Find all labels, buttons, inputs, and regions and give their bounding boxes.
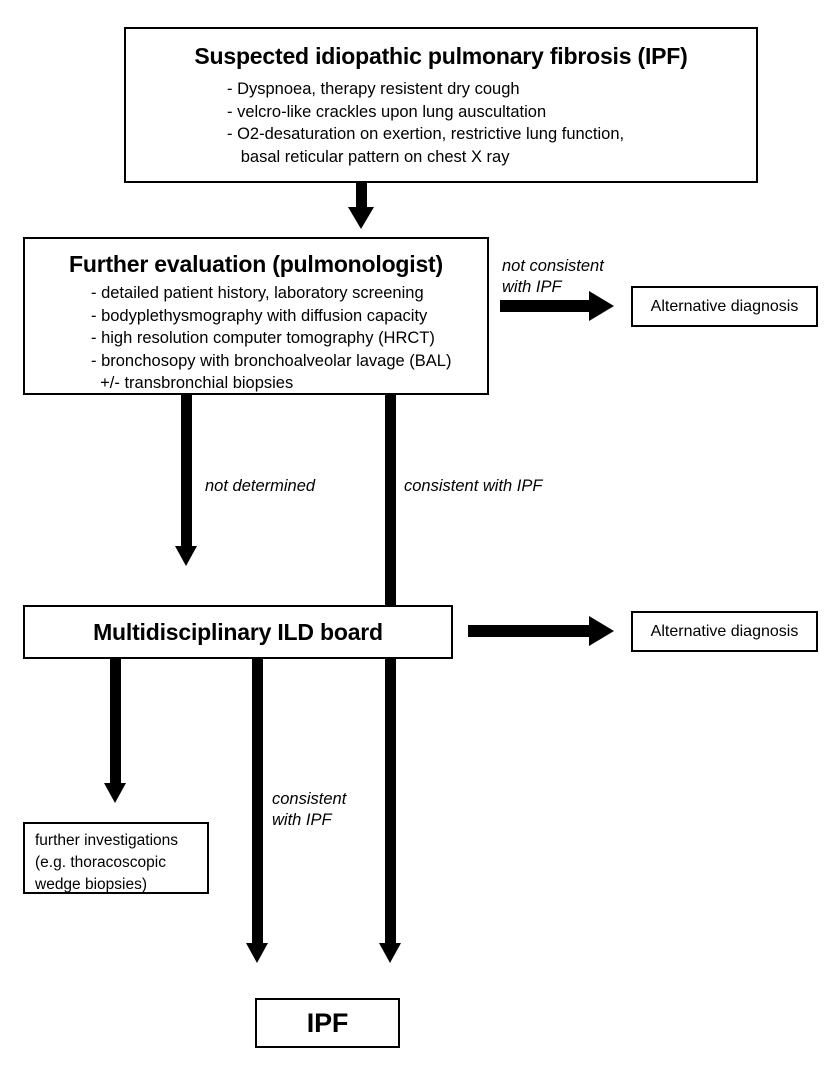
arrowhead-ild-to-ipf xyxy=(246,943,268,963)
connector-consistent-with-ipf-bottom xyxy=(385,659,396,948)
edge-label-not-consistent-with-ipf: not consistent with IPF xyxy=(502,257,604,296)
node-ipf-title: IPF xyxy=(306,1007,349,1038)
node-further-evaluation-bullets: - detailed patient history, laboratory s… xyxy=(91,284,452,392)
node-multidisciplinary-ild-board-title: Multidisciplinary ILD board xyxy=(93,618,383,645)
connector-evaluation-to-alt-diagnosis xyxy=(500,300,591,312)
connector-not-determined xyxy=(181,395,192,548)
connector-consistent-with-ipf-top xyxy=(385,395,396,610)
node-ipf: IPF xyxy=(255,998,400,1048)
node-multidisciplinary-ild-board: Multidisciplinary ILD board xyxy=(23,605,453,659)
node-alternative-diagnosis-2: Alternative diagnosis xyxy=(631,611,818,652)
node-further-evaluation: Further evaluation (pulmonologist) - det… xyxy=(23,237,489,395)
node-further-investigations-label: further investigations (e.g. thoracoscop… xyxy=(35,832,179,893)
arrowhead-not-determined xyxy=(175,546,197,566)
arrowhead-ild-to-further-investigations xyxy=(104,783,126,803)
node-further-evaluation-title: Further evaluation (pulmonologist) xyxy=(69,251,443,277)
node-further-investigations: further investigations (e.g. thoracoscop… xyxy=(23,822,209,894)
arrowhead-ild-to-alt-diagnosis xyxy=(589,616,614,646)
connector-ild-to-alt-diagnosis xyxy=(468,625,591,637)
node-suspected-ipf-bullets: - Dyspnoea, therapy resistent dry cough … xyxy=(227,80,625,166)
node-suspected-ipf-title: Suspected idiopathic pulmonary fibrosis … xyxy=(194,43,688,69)
node-suspected-ipf: Suspected idiopathic pulmonary fibrosis … xyxy=(124,27,758,183)
arrowhead-suspected-to-evaluation xyxy=(348,207,374,229)
connector-ild-to-further-investigations xyxy=(110,659,121,786)
arrowhead-consistent-with-ipf-to-ipf xyxy=(379,943,401,963)
node-alternative-diagnosis-1: Alternative diagnosis xyxy=(631,286,818,327)
connector-ild-to-ipf xyxy=(252,659,263,948)
edge-label-not-determined: not determined xyxy=(205,477,316,495)
node-alternative-diagnosis-2-label: Alternative diagnosis xyxy=(650,622,799,640)
edge-label-consistent-with-ipf-top: consistent with IPF xyxy=(404,477,543,495)
edge-label-consistent-with-ipf-bottom: consistent with IPF xyxy=(272,790,347,829)
connector-suspected-to-evaluation xyxy=(356,183,367,211)
node-alternative-diagnosis-1-label: Alternative diagnosis xyxy=(650,297,799,315)
arrowhead-evaluation-to-alt-diagnosis xyxy=(589,291,614,321)
